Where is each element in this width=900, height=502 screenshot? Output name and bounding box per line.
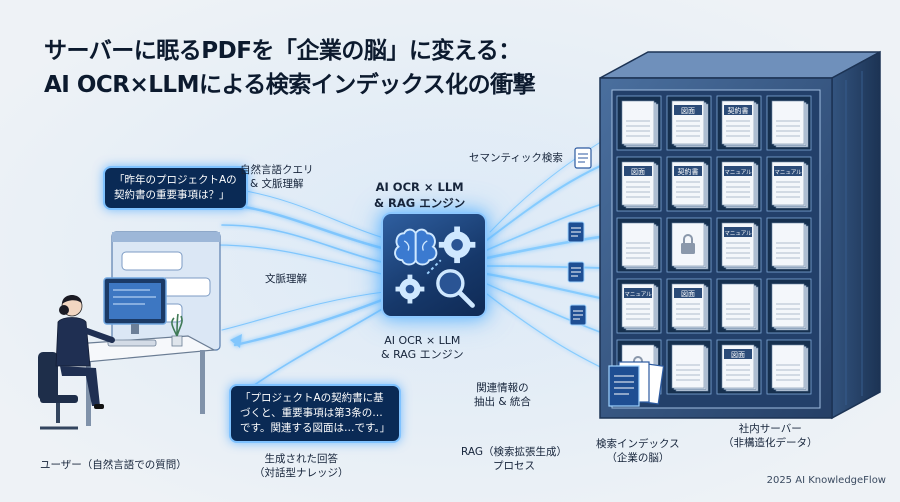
engine-bottom-line-2: & RAG エンジン [381,348,464,361]
server-slot [766,278,812,334]
label-engine-top: AI OCR × LLM & RAG エンジン [374,179,465,211]
server-slot: マニュアル [716,156,762,212]
document-label: 図面 [681,107,695,115]
lock-icon [681,234,695,254]
server-slot [766,339,812,395]
document-label: 図面 [681,290,695,298]
document-label: マニュアル [774,169,802,176]
server-slot: 図面 [666,278,712,334]
answer-line-3: です。関連する図面は…です。」 [240,422,391,434]
person-icon [55,295,115,409]
answer-bubble: 「プロジェクトAの契約書に基 づくと、重要事項は第3条の… です。関連する図面は… [229,384,402,443]
server-slot [766,95,812,151]
server-slot: マニュアル [716,217,762,273]
natural-query-line-2: & 文脈理解 [249,178,304,190]
engine-top-line-2: & RAG エンジン [374,196,466,210]
footer-credit: 2025 AI KnowledgeFlow [766,475,886,486]
label-search-index: 検索インデックス （企業の脳） [596,437,680,465]
label-semantic-search: セマンティック検索 [469,152,563,164]
server-slot: 図面 [716,339,762,395]
title-line-1: サーバーに眠るPDFを「企業の脳」に変える： [44,38,521,64]
rag-process-line-1: RAG（検索拡張生成） [461,446,568,458]
server-document-grid: 図面契約書図面契約書マニュアルマニュアルマニュアルマニュアル図面図面 [616,95,812,395]
label-context: 文脈理解 [265,273,307,285]
server-slot [616,217,662,273]
label-user: ユーザー（自然言語での質問） [40,459,187,471]
document-label: 契約書 [678,167,699,176]
document-label: マニュアル [724,230,752,237]
magnifier-icon [436,269,475,308]
document-label: 契約書 [728,106,749,115]
answer-line-1: 「プロジェクトAの契約書に基 [240,392,384,404]
server-slot [666,339,712,395]
server-line-2: （非構造化データ） [723,437,818,449]
gear-icon [395,274,425,304]
label-rag-process: RAG（検索拡張生成） プロセス [461,445,567,473]
gear-icon [438,226,476,264]
server-slot [716,278,762,334]
index-document-stack [608,361,665,407]
office-chair [38,352,78,430]
related-info-line-1: 関連情報の [476,382,529,394]
question-line-2: 契約書の重要事項は？」 [114,189,230,201]
document-label: 図面 [731,351,745,359]
server-slot: マニュアル [766,156,812,212]
label-server: 社内サーバー （非構造化データ） [723,422,818,450]
generated-answer-line-2: （対話型ナレッジ） [254,467,349,479]
stream-user-to-engine [214,189,385,275]
related-info-line-2: 抽出 & 統合 [474,396,531,408]
stream-document-icons [567,147,592,326]
label-engine-bottom: AI OCR × LLM & RAG エンジン [381,334,464,362]
ai-engine [381,212,487,318]
document-icon [567,261,585,283]
server-slot: 契約書 [666,156,712,212]
document-label: 図面 [631,168,645,176]
stream-engine-to-answer [221,291,385,389]
document-icon [574,147,592,169]
rag-process-line-2: プロセス [493,460,535,472]
server-slot [666,217,712,273]
search-index-line-2: （企業の脳） [606,452,670,464]
server-slot: 図面 [666,95,712,151]
document-icon [569,304,587,326]
search-index-line-1: 検索インデックス [596,438,680,450]
page-title: サーバーに眠るPDFを「企業の脳」に変える： AI OCR×LLMによる検索イン… [44,34,604,102]
answer-line-2: づくと、重要事項は第3条の… [240,407,383,419]
label-natural-query: 自然言語クエリ & 文脈理解 [240,163,314,191]
user-workstation [38,231,221,430]
server-slot: 図面 [616,156,662,212]
monitor-icon [103,277,167,334]
question-line-1: 「昨年のプロジェクトAの [114,174,237,186]
question-bubble: 「昨年のプロジェクトAの 契約書の重要事項は？」 [103,166,248,210]
brain-icon [394,228,438,266]
document-icon [567,221,585,243]
document-label: マニュアル [724,169,752,176]
server-slot [766,217,812,273]
title-line-2: AI OCR×LLMによる検索インデックス化の衝撃 [44,72,536,98]
label-generated-answer: 生成された回答 （対話型ナレッジ） [254,452,349,480]
engine-bottom-line-1: AI OCR × LLM [384,334,461,347]
server-slot: 契約書 [716,95,762,151]
natural-query-line-1: 自然言語クエリ [240,164,314,176]
document-label: マニュアル [624,291,652,298]
label-related-info: 関連情報の 抽出 & 統合 [474,381,531,409]
server-line-1: 社内サーバー [738,423,802,435]
server-slot: マニュアル [616,278,662,334]
server-slot [616,95,662,151]
engine-top-line-1: AI OCR × LLM [375,180,464,194]
generated-answer-line-1: 生成された回答 [264,453,339,465]
plant [171,313,183,347]
